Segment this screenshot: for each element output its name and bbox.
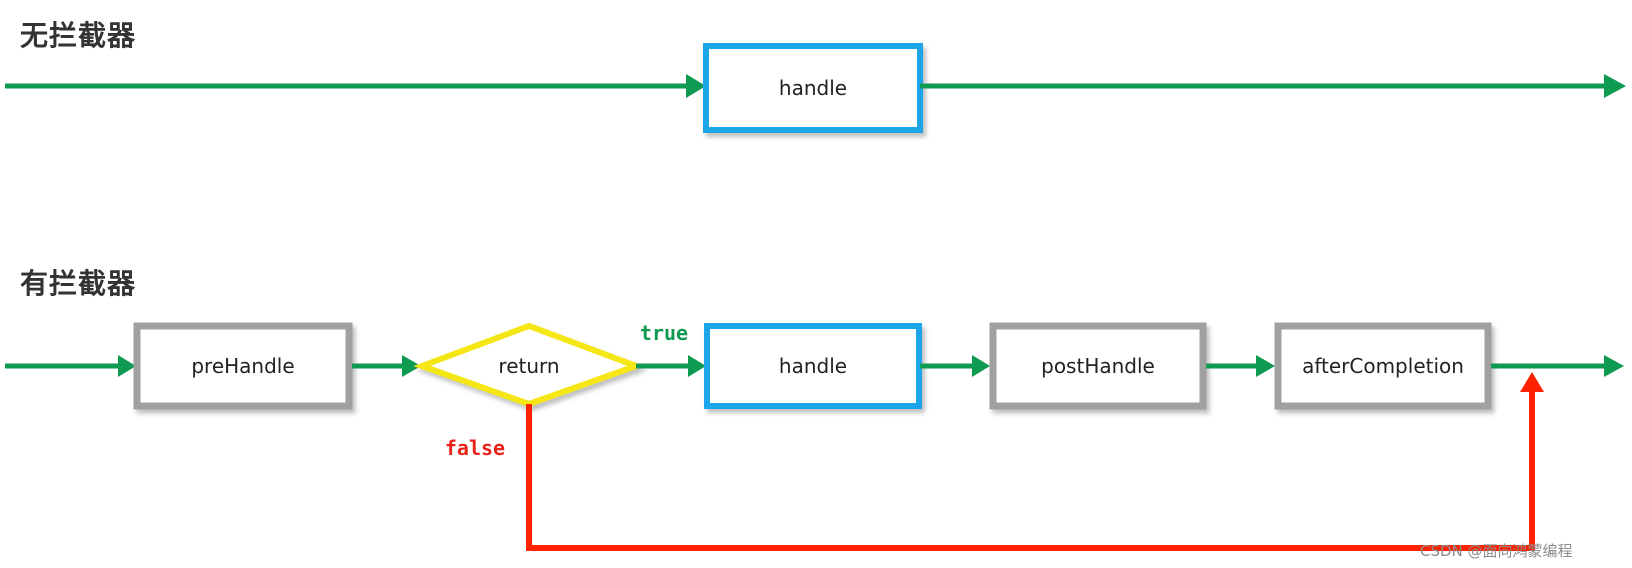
flow-with-interceptor: preHandle return true handle postHandle: [5, 321, 1624, 551]
arrowhead-return-to-handle: [688, 355, 706, 377]
title-with-interceptor: 有拦截器: [20, 267, 137, 300]
arrowhead-handle-to-posthandle: [972, 355, 990, 377]
handle-box-bottom: [704, 323, 922, 409]
prehandle-box: [133, 322, 353, 410]
posthandle-label: postHandle: [1041, 354, 1155, 378]
handle-box-top: [703, 43, 923, 133]
arrowhead-in-top: [686, 74, 706, 98]
watermark: CSDN @面向鸿蒙编程: [1420, 542, 1573, 560]
arrowhead-posthandle-to-aftercompletion: [1256, 355, 1275, 377]
title-without-interceptor: 无拦截器: [20, 19, 137, 52]
return-label: return: [498, 354, 559, 378]
flow-without-interceptor: handle: [5, 43, 1626, 133]
aftercompletion-box: [1274, 322, 1492, 410]
arrowhead-out-bottom: [1604, 355, 1624, 377]
false-label: false: [445, 436, 505, 460]
arrowhead-prehandle-to-return: [402, 355, 421, 377]
handle-top-label: handle: [779, 76, 847, 100]
posthandle-box: [989, 322, 1207, 410]
false-path-arrowhead: [1520, 372, 1544, 392]
prehandle-label: preHandle: [191, 354, 294, 378]
handle-bottom-label: handle: [779, 354, 847, 378]
arrowhead-out-top: [1604, 74, 1626, 98]
false-path-line: [526, 392, 1535, 551]
aftercompletion-label: afterCompletion: [1302, 354, 1464, 378]
true-label: true: [640, 321, 688, 345]
arrowhead-in-bottom: [118, 355, 136, 377]
